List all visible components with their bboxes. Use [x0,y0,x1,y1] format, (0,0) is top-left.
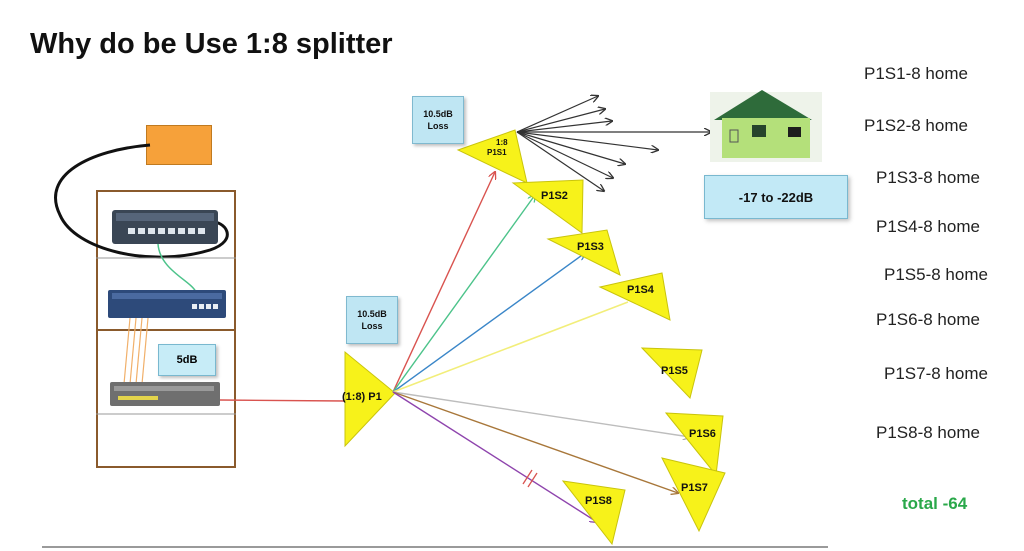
olt-device-icon [108,290,226,318]
orange-device [146,125,212,165]
splitter-p1s8 [561,480,626,546]
p1s1-top-label: 1:8 [496,138,508,147]
splitter-p1s3 [546,229,621,276]
p1s7-label: P1S7 [681,482,708,494]
home-label-6: P1S6-8 home [876,310,980,329]
splitter-p1s6 [664,412,724,477]
olt-loss-box: 5dB [158,344,216,376]
home-db-range-box: -17 to -22dB [704,175,848,219]
p1s6-label: P1S6 [689,428,716,440]
splitter-p1s5 [640,347,703,399]
p1s5-label: P1S5 [661,365,688,377]
p1-label: (1:8) P1 [342,391,382,403]
splitter-p1s1 [456,129,528,184]
page-title: Why do be Use 1:8 splitter [30,28,393,60]
home-label-4: P1S4-8 home [876,217,980,236]
p1s2-label: P1S2 [541,190,568,202]
home-label-7: P1S7-8 home [884,364,988,383]
p1s8-label: P1S8 [585,495,612,507]
splitter-p1s4 [598,272,671,321]
p1s1-label: P1S1 [487,148,507,157]
splitter-p1s2 [511,179,584,234]
home-label-1: P1S1-8 home [864,64,968,83]
total-label: total -64 [902,494,968,513]
home-label-3: P1S3-8 home [876,168,980,187]
home-label-2: P1S2-8 home [864,116,968,135]
house-icon [710,90,822,162]
p1s4-label: P1S4 [627,284,655,296]
home-label-8: P1S8-8 home [876,423,980,442]
home-label-5: P1S5-8 home [884,265,988,284]
splitter-p1 [344,350,396,448]
splitter-p1s7 [661,457,726,533]
black-cable [54,143,229,259]
p1s3-label: P1S3 [577,241,604,253]
odf-panel-icon [110,382,220,406]
bottom-divider [42,546,828,548]
network-switch-icon [112,210,218,244]
